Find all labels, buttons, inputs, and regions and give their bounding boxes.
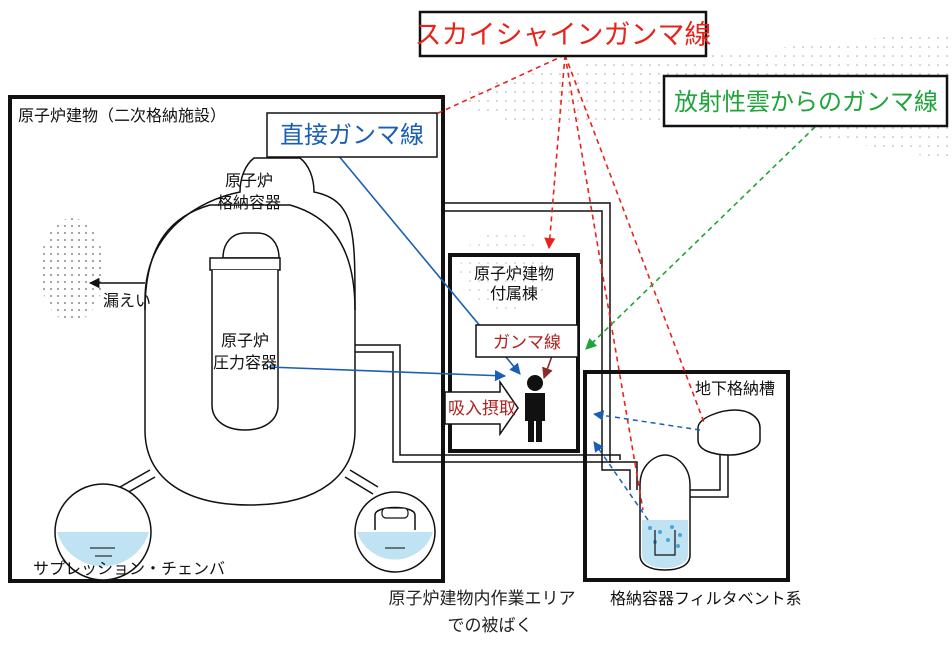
reactor-building-label: 原子炉建物（二次格納施設）	[18, 106, 226, 125]
inhalation-arrow	[444, 379, 519, 437]
skyshine-rays	[422, 54, 706, 511]
underground-tank-label: 地下格納槽	[695, 379, 775, 398]
pressure-vessel	[209, 232, 281, 431]
vent-gamma-rays	[592, 410, 701, 521]
gamma-ray-label-box	[475, 324, 579, 358]
inhalation-label: 吸入摂取	[448, 399, 516, 419]
cloud-gamma-label: 放射性雲からのガンマ線	[674, 88, 938, 116]
leak-label: 漏えい	[103, 291, 151, 310]
cloud-gamma-label-box	[662, 74, 949, 128]
suppression-chamber-right	[344, 469, 436, 573]
caption-line2: での被ばく	[448, 616, 533, 636]
annex-label-line1: 原子炉建物	[474, 264, 554, 283]
annex-label-line2: 付属棟	[490, 284, 538, 303]
pressure-vessel-label-line1: 原子炉	[221, 331, 269, 350]
containment-label-line2: 格納容器	[217, 193, 281, 212]
underground-tank	[697, 409, 761, 456]
skyshine-label: スカイシャインガンマ線	[415, 20, 712, 51]
gamma-ray-label: ガンマ線	[493, 333, 561, 353]
internal-gamma-ray	[542, 355, 553, 380]
pressure-vessel-label-line2: 圧力容器	[213, 353, 277, 372]
filter-vent-box	[583, 370, 790, 582]
caption-line1: 原子炉建物内作業エリア	[389, 589, 576, 609]
skyshine-label-box	[418, 10, 708, 58]
direct-gamma-label: 直接ガンマ線	[280, 121, 424, 149]
leak-cloud	[40, 218, 104, 322]
direct-gamma-label-box	[266, 112, 438, 158]
cloud-gamma-ray	[585, 126, 816, 350]
reactor-building-box	[8, 95, 445, 583]
filter-vessel	[639, 454, 691, 571]
containment-label-line1: 原子炉	[225, 171, 273, 190]
suppression-chamber-label: サプレッション・チェンバ	[33, 559, 225, 578]
worker-figure	[525, 375, 545, 442]
filter-vent-label: 格納容器フィルタベント系	[610, 589, 802, 608]
suppression-chamber-left	[54, 469, 156, 581]
